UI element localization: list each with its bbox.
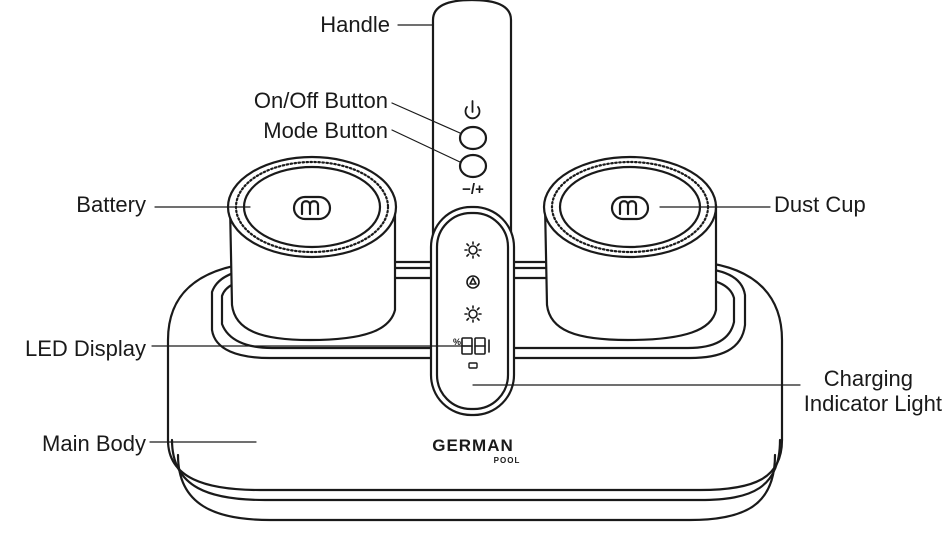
dust-cup-logo	[610, 195, 650, 221]
label-mode-button: Mode Button	[263, 118, 388, 143]
battery	[226, 155, 398, 342]
gear-icon	[464, 305, 482, 323]
label-dust-cup: Dust Cup	[774, 192, 866, 217]
dust-cup	[542, 155, 718, 342]
label-charging-line1: Charging	[823, 366, 913, 391]
led-display-panel	[429, 205, 516, 417]
power-icon	[464, 100, 481, 120]
mode-button[interactable]	[458, 153, 488, 179]
leader-lines	[149, 24, 801, 443]
charging-indicator-icon	[468, 362, 478, 369]
minus-plus-label: −/+	[462, 181, 484, 198]
on-off-button[interactable]	[458, 125, 488, 151]
brand-name: GERMAN	[432, 436, 514, 455]
recycle-icon	[466, 275, 480, 289]
label-battery: Battery	[76, 192, 146, 217]
label-led-display: LED Display	[24, 336, 146, 361]
battery-logo	[292, 195, 332, 221]
led-percent-symbol: %	[453, 337, 461, 347]
label-main-body: Main Body	[42, 431, 146, 456]
brand-subname: POOL	[494, 456, 521, 465]
label-charging-line2: Indicator Light	[803, 391, 942, 416]
sun-icon	[464, 241, 482, 259]
label-on-off-button: On/Off Button	[253, 88, 388, 113]
label-handle: Handle	[320, 12, 390, 37]
